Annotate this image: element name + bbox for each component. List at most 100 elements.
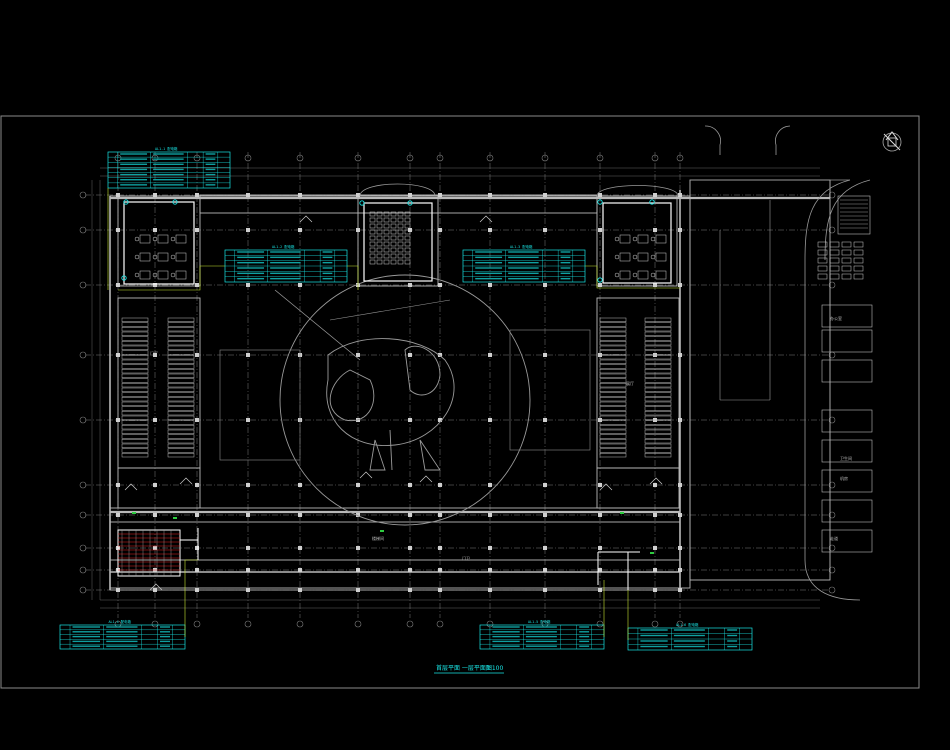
desk (817, 249, 828, 256)
shelf-row (121, 420, 149, 425)
table-cell-text (508, 256, 539, 259)
column (653, 353, 657, 357)
shelf-row (599, 392, 627, 397)
seat (397, 253, 404, 259)
column (543, 228, 547, 232)
column (298, 568, 302, 572)
highlight-room (602, 202, 672, 284)
leader-line (585, 265, 680, 289)
axis-grid-layer (79, 152, 836, 628)
desk (619, 252, 631, 262)
marker (620, 512, 624, 514)
distribution-table: AL1-3 配电箱 (462, 244, 586, 283)
shelf-row (167, 345, 195, 350)
column (116, 418, 120, 422)
table-cell-text (72, 635, 100, 638)
column (116, 193, 120, 197)
seat (390, 247, 397, 253)
column (246, 193, 250, 197)
table-cell-text (492, 645, 520, 647)
table-title: AL1-5 配电箱 (528, 619, 551, 624)
table-title: AL1-3 配电箱 (510, 244, 533, 249)
shelf-row (121, 359, 149, 364)
chair (650, 272, 656, 278)
fixture-icon (359, 200, 365, 206)
shelf-row (167, 397, 195, 402)
shelf-row (167, 429, 195, 434)
seat (404, 241, 411, 247)
shelf-row (121, 355, 149, 360)
desk (853, 273, 864, 280)
desk (619, 270, 631, 280)
column (653, 513, 657, 517)
wall-outline (596, 195, 678, 287)
chair (632, 236, 638, 242)
chair (170, 272, 176, 278)
axis-bubble (79, 226, 87, 234)
column (488, 568, 492, 572)
seat (376, 211, 383, 217)
shelf-row (121, 453, 149, 458)
column (408, 353, 412, 357)
shelf-row (644, 439, 672, 444)
column (598, 418, 602, 422)
drawing-scale: 1:100 (486, 665, 503, 672)
stair-arrow-icon (299, 215, 313, 223)
wall-layer (109, 179, 831, 592)
column (195, 546, 199, 550)
desk (829, 265, 840, 272)
shelf-row (599, 341, 627, 346)
axis-bubble (296, 154, 304, 162)
shelf-row (599, 443, 627, 448)
chair (614, 254, 620, 260)
side-room (821, 439, 873, 463)
desk (829, 257, 840, 264)
wall-outline (596, 297, 680, 469)
desk (829, 241, 840, 248)
table-cell-text (322, 256, 333, 259)
column (408, 483, 412, 487)
seat (397, 259, 404, 265)
table-cell-text (525, 635, 557, 638)
desk (853, 257, 864, 264)
table-cell-text (560, 277, 571, 280)
table-cell-text (106, 626, 138, 628)
chair (152, 236, 158, 242)
shelf-row (121, 383, 149, 388)
desk (139, 270, 151, 280)
axis-bubble (596, 620, 604, 628)
stair-arc (359, 183, 436, 197)
shelf-row (599, 401, 627, 406)
leader-line (347, 265, 359, 290)
axis-bubble (828, 586, 836, 594)
table-cell-text (72, 631, 100, 633)
axis-bubble (651, 620, 659, 628)
shelf-row (167, 448, 195, 453)
column (246, 483, 250, 487)
table-title: AL1-6 配电箱 (676, 622, 699, 627)
axis-bubble (296, 620, 304, 628)
shelf-row (121, 322, 149, 327)
shelf-row (599, 336, 627, 341)
column (298, 483, 302, 487)
column (356, 228, 360, 232)
seat (404, 217, 411, 223)
table-cell-text (270, 261, 301, 264)
table-cell-text (492, 626, 520, 628)
shelf-row (599, 378, 627, 383)
shelf-row (644, 369, 672, 374)
side-room (821, 409, 873, 433)
table-cell-text (475, 256, 503, 259)
shelf-row (121, 341, 149, 346)
column (653, 228, 657, 232)
shelf-row (599, 448, 627, 453)
column (598, 283, 602, 287)
distribution-table: AL1-6 配电箱 (627, 622, 753, 651)
shelf-row (644, 415, 672, 420)
seat (376, 247, 383, 253)
seat (390, 235, 397, 241)
column (438, 228, 442, 232)
table-cell-text (237, 261, 265, 264)
column (116, 513, 120, 517)
